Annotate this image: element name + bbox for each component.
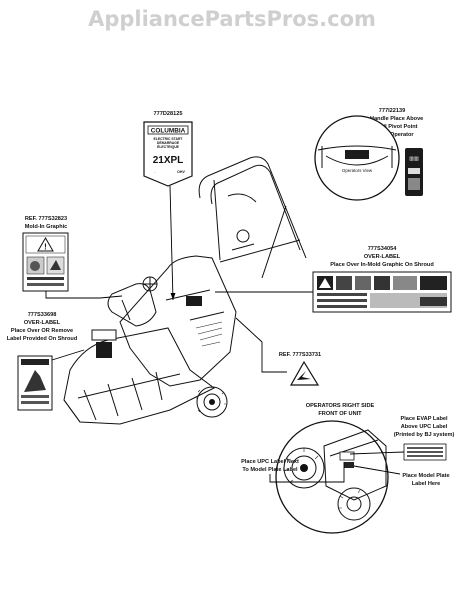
ref-right-callout: REF. 777S33731 xyxy=(235,317,321,386)
handle-decal-strip: ▥▥ xyxy=(405,148,423,196)
upc-callout: Place UPC Label Next To Model Plate Labe… xyxy=(241,459,345,483)
watermark: AppliancePartsPros.com xyxy=(88,7,376,31)
svg-text:!: ! xyxy=(44,243,47,252)
moldin-graphic-callout: REF. 777S32823 Mold-In Graphic ! xyxy=(22,216,123,299)
decal-model-text: 21XPL xyxy=(153,155,184,166)
model-plate-leader xyxy=(353,465,401,475)
upc-line-2: To Model Plate Label xyxy=(242,467,298,473)
handle-decal-line-1: On Handle Place Above xyxy=(361,116,424,122)
handle-decal-line-2: the Bail Pivot Point xyxy=(367,124,418,130)
decal-small-left: ... xyxy=(154,170,157,174)
overlabel-left-leader xyxy=(51,349,85,361)
moldin-leader xyxy=(45,291,123,299)
ref-right-leader xyxy=(235,317,287,373)
overlabel-shroud-line2: Place Over In-Mold Graphic On Shroud xyxy=(330,262,434,268)
decal-line-1: ELECTRIC START xyxy=(154,137,184,141)
handle-decal-callout: 777I22139 On Handle Place Above the Bail… xyxy=(314,108,424,201)
decal-model-part-number: 777D28125 xyxy=(154,111,183,117)
decal-model-sticker: COLUMBIA ELECTRIC START DÉMARRAGE ÉLECTR… xyxy=(143,121,193,187)
decal-line-2: DÉMARRAGE xyxy=(157,140,180,145)
evap-label-callout: Place EVAP Label Above UPC Label (Printe… xyxy=(349,416,455,461)
detail-title-1: OPERATORS RIGHT SIDE xyxy=(306,403,375,409)
operators-view-label: Operators View xyxy=(342,168,373,173)
overlabel-left-line2: Place Over OR Remove xyxy=(11,328,73,334)
upc-line-1: Place UPC Label Next xyxy=(241,459,299,465)
overlabel-shroud-part: 777S34054 xyxy=(368,246,398,252)
overlabel-left-line3: Label Provided On Shroud xyxy=(7,336,78,342)
decal-model-leader xyxy=(169,185,174,301)
decal-small-right: OHV xyxy=(177,170,185,174)
model-plate-line-1: Place Model Plate xyxy=(402,473,449,479)
model-plate-callout: Place Model Plate Label Here xyxy=(353,465,450,487)
detail-view: OPERATORS RIGHT SIDE FRONT OF UNIT Place… xyxy=(241,403,455,534)
decal-model-callout: 777D28125 COLUMBIA ELECTRIC START DÉMARR… xyxy=(143,111,193,301)
overlabel-left-part: 777S33698 xyxy=(28,312,57,318)
model-plate-line-2: Label Here xyxy=(412,481,441,487)
leader-arrowhead xyxy=(170,293,176,300)
detail-title-2: FRONT OF UNIT xyxy=(318,411,362,417)
ref-right-label: REF. 777S33731 xyxy=(279,352,321,358)
overlabel-left-callout: 777S33698 OVER-LABEL Place Over OR Remov… xyxy=(7,312,85,411)
overlabel-shroud-sticker xyxy=(312,271,452,313)
upc-leader xyxy=(269,462,345,483)
evap-line-3: (Printed by BJ system) xyxy=(394,432,455,438)
snow-thrower-illustration xyxy=(63,156,307,425)
moldin-ref: REF. 777S32823 xyxy=(25,216,67,222)
overlabel-left-sticker xyxy=(17,355,53,411)
moldin-desc: Mold-In Graphic xyxy=(25,224,68,230)
decal-brand-text: COLUMBIA xyxy=(151,128,186,135)
operators-view-circle: Operators View xyxy=(314,115,400,201)
detail-circle xyxy=(275,420,389,534)
decal-line-3: ÉLECTRIQUE xyxy=(157,144,180,149)
overlabel-left-line1: OVER-LABEL xyxy=(24,320,61,326)
evap-line-2: Above UPC Label xyxy=(401,424,448,430)
svg-text:▥▥: ▥▥ xyxy=(409,156,419,162)
overlabel-shroud-line1: OVER-LABEL xyxy=(364,254,401,260)
evap-line-1: Place EVAP Label xyxy=(400,416,447,422)
overlabel-shroud-callout: 777S34054 OVER-LABEL Place Over In-Mold … xyxy=(215,246,452,313)
moldin-warning-label: ! xyxy=(22,232,69,292)
evap-leader xyxy=(349,451,405,455)
handle-decal-part-number: 777I22139 xyxy=(379,108,405,114)
